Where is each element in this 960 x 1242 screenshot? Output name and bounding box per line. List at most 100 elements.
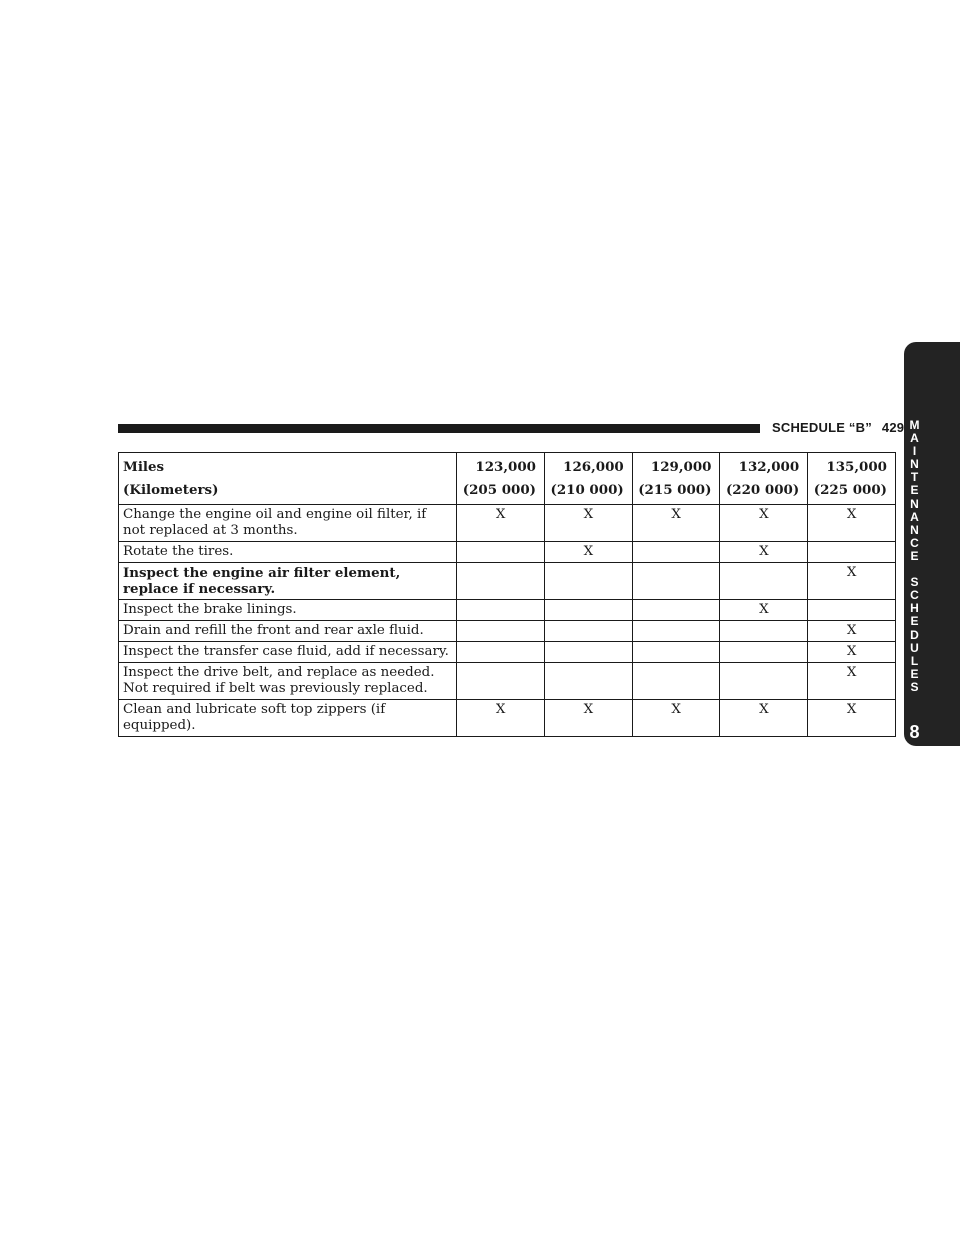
header-interval-cell: 135,000 (225 000) [807,452,896,505]
interval-mark-cell [719,562,809,600]
interval-km: (205 000) [462,482,536,498]
table-row: Inspect the brake linings. X [117,599,896,621]
interval-mark-cell: X [719,699,809,737]
side-tab-letter: E [910,614,919,629]
interval-mark-cell: X [807,662,896,700]
table-row: Inspect the transfer case fluid, add if … [117,641,896,663]
task-cell: Drain and refill the front and rear axle… [117,620,458,642]
task-cell: Inspect the brake linings. [117,599,458,621]
side-tab-letter: L [910,653,919,668]
interval-mark-cell [631,541,721,563]
interval-mark-cell [631,599,721,621]
interval-miles: 126,000 [563,459,624,475]
side-tab-letter: I [912,444,917,459]
interval-mark-cell: X [456,699,545,737]
interval-mark-cell [807,541,896,563]
table-row: Inspect the drive belt, and replace as n… [117,662,896,700]
interval-mark-cell [807,599,896,621]
interval-miles: 129,000 [650,459,712,475]
side-tab-letter: N [910,522,919,537]
side-tab-letter: N [910,496,919,511]
side-tab-letter: A [910,431,919,446]
side-tab-letter: E [910,483,919,498]
interval-mark-cell [544,641,633,663]
table-row: Change the engine oil and engine oil fil… [117,504,896,542]
interval-km: (210 000) [550,482,624,498]
interval-mark-cell [456,599,545,621]
section-header-rule [118,424,760,433]
chapter-number: 8 [909,722,920,742]
side-tab-letter: S [910,575,919,590]
interval-mark-cell: X [631,504,721,542]
interval-mark-cell: X [544,541,633,563]
interval-mark-cell [719,662,809,700]
interval-mark-cell: X [807,620,896,642]
interval-mark-cell [631,641,721,663]
interval-mark-cell [456,562,545,600]
header-interval-cell: 129,000 (215 000) [631,452,721,505]
interval-mark-cell [456,620,545,642]
interval-mark-cell [456,662,545,700]
task-cell: Rotate the tires. [117,541,458,563]
interval-mark-cell: X [719,541,809,563]
header-interval-cell: 126,000 (210 000) [544,452,633,505]
side-tab-letter: A [910,509,919,524]
interval-mark-cell: X [719,504,809,542]
interval-mark-cell [544,620,633,642]
interval-mark-cell: X [807,641,896,663]
interval-mark-cell: X [807,504,896,542]
task-cell: Inspect the transfer case fluid, add if … [117,641,458,663]
interval-mark-cell: X [544,699,633,737]
side-tab-letter: M [909,418,920,432]
interval-miles: 135,000 [826,459,887,475]
interval-mark-cell [456,541,545,563]
table-row: Rotate the tires. X X [117,541,896,563]
table-header-row: Miles (Kilometers) 123,000 (205 000) 126,… [117,452,896,505]
interval-miles: 123,000 [475,459,536,475]
page-number: 429 [881,420,905,435]
section-header: SCHEDULE “B” 429 [772,420,904,435]
header-interval-cell: 123,000 (205 000) [456,452,545,505]
side-tab-letter: C [910,588,919,603]
interval-km: (225 000) [813,482,887,498]
side-tab-letter: T [910,470,919,485]
task-cell: Inspect the drive belt, and replace as n… [117,662,458,700]
side-tab-letter: S [910,679,919,694]
side-tab-letter: H [910,601,919,616]
side-tab-letter: U [910,640,919,655]
task-cell: Clean and lubricate soft top zippers (if… [117,699,458,737]
header-label-miles: Miles [123,459,165,475]
chapter-side-tab [904,342,960,746]
interval-mark-cell [719,620,809,642]
interval-mark-cell: X [807,562,896,600]
side-tab-letter: E [910,666,919,681]
interval-mark-cell [544,599,633,621]
side-tab-letter: D [910,627,919,642]
header-label-km: (Kilometers) [123,482,219,498]
interval-mark-cell [631,620,721,642]
interval-mark-cell [631,662,721,700]
task-cell: Inspect the engine air filter element, r… [117,562,458,600]
interval-mark-cell: X [631,699,721,737]
header-label-cell: Miles (Kilometers) [117,452,458,505]
table-row: Drain and refill the front and rear axle… [117,620,896,642]
side-tab-letter: E [910,548,919,563]
interval-mark-cell: X [807,699,896,737]
interval-mark-cell: X [719,599,809,621]
table-row: Inspect the engine air filter element, r… [117,562,896,600]
header-interval-cell: 132,000(220 000) [719,452,809,505]
interval-mark-cell [631,562,721,600]
interval-miles: 132,000 [738,459,800,475]
section-title: SCHEDULE “B” [772,420,872,435]
task-cell: Change the engine oil and engine oil fil… [117,504,458,542]
maintenance-schedule-table: Miles (Kilometers) 123,000 (205 000) 126,… [117,452,896,737]
interval-mark-cell: X [544,504,633,542]
interval-mark-cell [544,662,633,700]
interval-mark-cell [456,641,545,663]
side-tab-letter: N [910,457,919,472]
table-row: Clean and lubricate soft top zippers (if… [117,699,896,737]
interval-km: (215 000) [638,482,712,498]
interval-mark-cell: X [456,504,545,542]
interval-mark-cell [719,641,809,663]
